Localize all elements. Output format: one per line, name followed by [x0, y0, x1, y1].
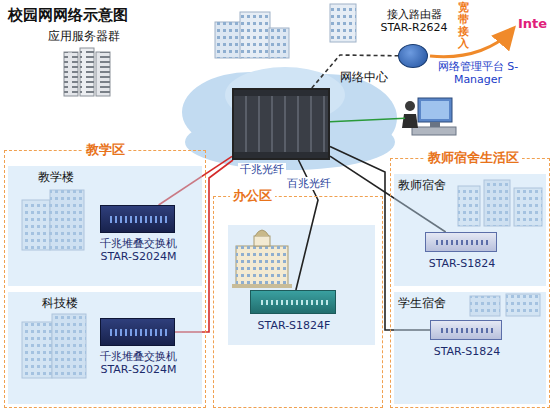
diagram-title: 校园网网络示意图: [8, 6, 128, 24]
zone: 办公区STAR-S1824F: [213, 196, 383, 408]
office-building: [255, 230, 269, 236]
fiber-link: [312, 55, 398, 88]
switch: STAR-S1824: [425, 232, 497, 252]
office-building: [232, 284, 292, 288]
node-label: 应用服务器群: [48, 29, 120, 43]
switch: STAR-S1824: [430, 320, 502, 340]
server-rack: [64, 48, 110, 96]
building-area: 教学楼千兆堆叠交换机 STAR-S2024M: [8, 166, 202, 286]
zone: 教师宿舍生活区教师宿舍STAR-S1824学生宿舍STAR-S1824: [390, 158, 550, 408]
top-buildings: [215, 22, 241, 58]
free-label: 宽带接入: [458, 2, 469, 50]
top-buildings: [330, 4, 356, 42]
node-label: 千兆堆叠交换机 STAR-S2024M: [90, 350, 187, 376]
management-pc: [405, 101, 415, 111]
switch: STAR-S1824F: [250, 290, 336, 314]
building-area: 科技楼千兆堆叠交换机 STAR-S2024M: [8, 292, 202, 404]
free-label: Inte: [518, 16, 547, 32]
node-label: STAR-S1824F: [244, 319, 344, 332]
node-label: 网络中心: [340, 70, 388, 84]
server-rack: [96, 52, 110, 96]
fiber-link: [330, 118, 405, 121]
top-buildings: [215, 4, 356, 58]
node-label: 网络管理平台 S-Manager: [435, 60, 521, 86]
management-pc: [412, 127, 456, 135]
node-label: 教学楼: [38, 170, 74, 184]
edge-label: 千兆光纤: [238, 163, 286, 176]
node-label: STAR-S1824: [416, 257, 508, 270]
office-building: [236, 246, 288, 286]
management-pc: [402, 114, 418, 128]
top-buildings: [330, 4, 356, 42]
node-label: 科技楼: [42, 296, 78, 310]
node-label: STAR-S1824: [421, 345, 513, 358]
access-router: 接入路由器 STAR-R2624: [398, 44, 428, 68]
building-area: 学生宿舍 STAR-S1824: [394, 292, 546, 404]
node-label: 教师宿舍: [398, 178, 446, 192]
top-buildings: [215, 22, 241, 58]
office-building: [254, 236, 270, 246]
server-group: 应用服务器群: [60, 46, 114, 100]
node-label: 办公区: [230, 188, 275, 204]
switch: 千兆堆叠交换机 STAR-S2024M: [100, 205, 175, 233]
switch: 千兆堆叠交换机 STAR-S2024M: [100, 318, 175, 346]
office-building: [228, 225, 375, 345]
top-buildings: [240, 12, 270, 58]
management-pc: [430, 122, 440, 127]
node-label: 教师宿舍生活区: [425, 150, 522, 166]
top-buildings: [269, 28, 289, 58]
office-building: [228, 225, 375, 345]
core-switch: 网络中心: [232, 88, 330, 160]
server-rack: [80, 48, 94, 96]
node-label: 千兆堆叠交换机 STAR-S2024M: [90, 237, 187, 263]
cloud: [182, 67, 397, 170]
node-label: 教学区: [83, 142, 128, 158]
management-platform: 网络管理平台 S-Manager: [405, 95, 461, 139]
top-buildings: [269, 28, 289, 58]
server-rack: [80, 48, 94, 96]
top-buildings: [240, 12, 270, 58]
zone: 教学区教学楼千兆堆叠交换机 STAR-S2024M科技楼千兆堆叠交换机 STAR…: [4, 150, 206, 408]
management-pc: [418, 98, 452, 122]
server-rack: [64, 52, 78, 96]
office-building: [236, 246, 288, 286]
server-rack: [64, 52, 78, 96]
node-label: 学生宿舍: [398, 296, 446, 310]
management-pc: [421, 101, 449, 119]
server-rack: [96, 52, 110, 96]
management-pc: [402, 98, 456, 135]
building-area: 教师宿舍 STAR-S1824: [394, 174, 546, 286]
edge-label: 百兆光纤: [285, 177, 333, 190]
node-label: 接入路由器 STAR-R2624: [373, 8, 455, 34]
